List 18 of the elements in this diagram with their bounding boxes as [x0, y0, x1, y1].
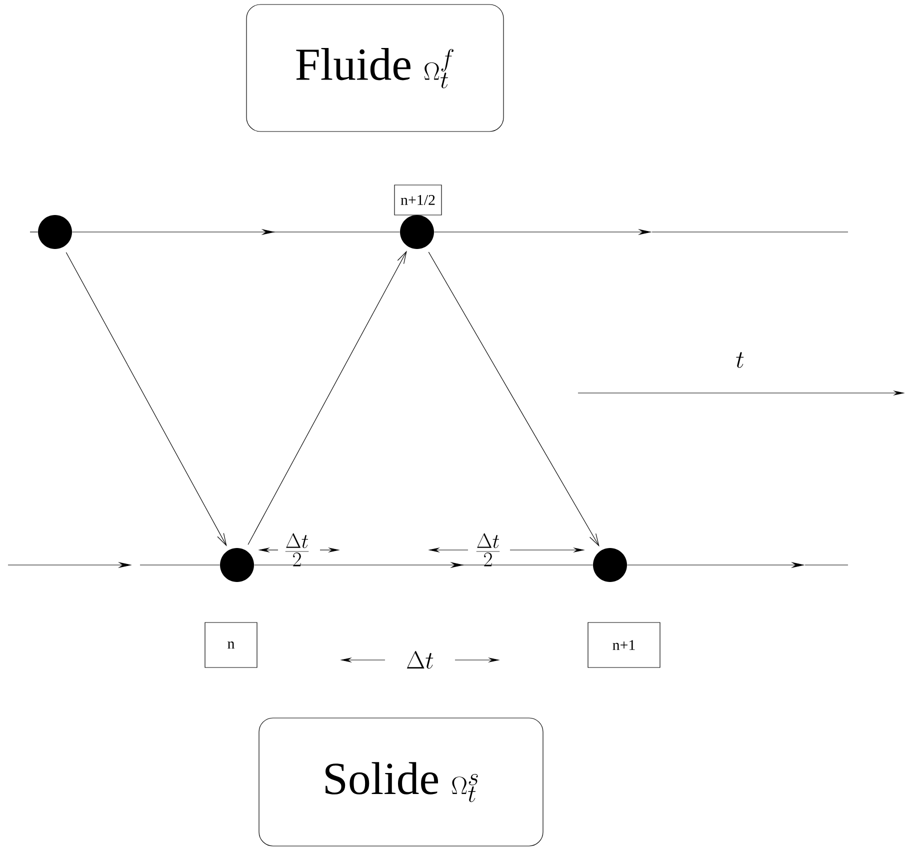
arrow	[248, 250, 407, 545]
label-box: $\mathrm{Fluide}\ \Omega^{f}_{t}$	[246, 4, 504, 132]
index-box: n+1	[588, 622, 660, 668]
arrow	[428, 252, 600, 547]
time-point-dot	[593, 548, 627, 582]
arrow	[254, 562, 594, 568]
arrow	[72, 228, 400, 235]
index-box: n+1/2	[394, 184, 442, 216]
time-point-dot	[38, 215, 72, 249]
dimension-label: $\frac{\Delta t}{2}$	[476, 533, 500, 566]
index-box: n	[204, 622, 258, 668]
time-point-dot	[400, 215, 434, 249]
time-point-dot	[220, 548, 254, 582]
time-label: $t$	[736, 352, 744, 368]
label-box: $\mathrm{Solide}\ \Omega^{s}_{t}$	[258, 718, 544, 846]
dimension-label: $\Delta t$	[406, 650, 434, 669]
arrow	[66, 252, 227, 546]
dimension-label: $\frac{\Delta t}{2}$	[285, 533, 309, 566]
